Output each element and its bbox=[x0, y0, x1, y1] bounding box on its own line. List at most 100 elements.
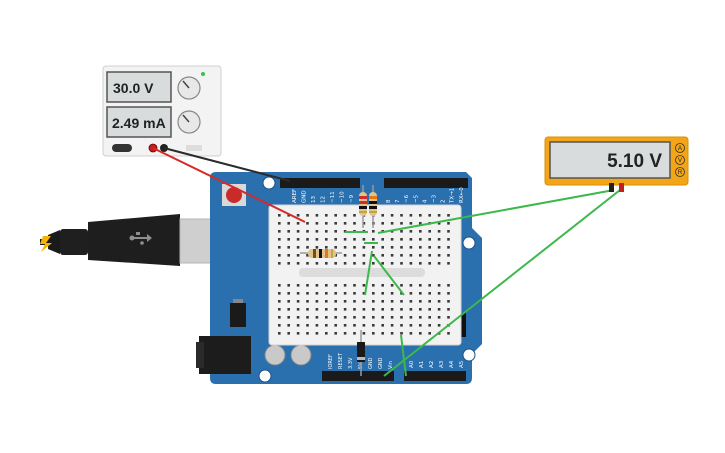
breadboard-hole[interactable] bbox=[334, 262, 337, 265]
resistor-vertical-left[interactable] bbox=[359, 185, 367, 228]
breadboard-hole[interactable] bbox=[296, 254, 300, 257]
breadboard-hole[interactable] bbox=[409, 308, 413, 311]
breadboard-hole[interactable] bbox=[400, 246, 403, 249]
breadboard-hole[interactable] bbox=[296, 284, 300, 287]
breadboard-hole[interactable] bbox=[428, 254, 431, 257]
probe-positive[interactable] bbox=[619, 183, 624, 192]
breadboard-hole[interactable] bbox=[390, 254, 394, 257]
breadboard-hole[interactable] bbox=[447, 262, 450, 265]
breadboard-hole[interactable] bbox=[362, 324, 366, 327]
breadboard-hole[interactable] bbox=[287, 300, 290, 303]
breadboard-hole[interactable] bbox=[419, 284, 422, 287]
breadboard-hole[interactable] bbox=[306, 238, 309, 241]
breadboard-hole[interactable] bbox=[334, 238, 337, 241]
breadboard-hole[interactable] bbox=[419, 262, 422, 265]
breadboard-hole[interactable] bbox=[428, 230, 431, 233]
breadboard-hole[interactable] bbox=[400, 214, 403, 217]
breadboard-hole[interactable] bbox=[306, 254, 309, 257]
diode[interactable] bbox=[357, 330, 365, 376]
breadboard-hole[interactable] bbox=[428, 262, 431, 265]
breadboard-hole[interactable] bbox=[334, 300, 337, 303]
breadboard-hole[interactable] bbox=[400, 316, 403, 319]
breadboard-hole[interactable] bbox=[315, 332, 319, 335]
breadboard-hole[interactable] bbox=[409, 222, 413, 225]
breadboard-hole[interactable] bbox=[362, 316, 366, 319]
breadboard-hole[interactable] bbox=[437, 292, 441, 295]
breadboard-hole[interactable] bbox=[287, 284, 290, 287]
breadboard-hole[interactable] bbox=[428, 238, 431, 241]
breadboard-hole[interactable] bbox=[278, 222, 281, 225]
breadboard-hole[interactable] bbox=[278, 214, 281, 217]
breadboard-hole[interactable] bbox=[343, 246, 347, 249]
breadboard-hole[interactable] bbox=[315, 316, 319, 319]
power-supply[interactable]: 30.0 V 2.49 mA bbox=[102, 65, 222, 157]
breadboard-hole[interactable] bbox=[353, 332, 356, 335]
breadboard-hole[interactable] bbox=[381, 214, 384, 217]
breadboard-hole[interactable] bbox=[343, 284, 347, 287]
breadboard-hole[interactable] bbox=[372, 254, 375, 257]
breadboard-hole[interactable] bbox=[428, 316, 431, 319]
breadboard-hole[interactable] bbox=[334, 292, 337, 295]
breadboard-hole[interactable] bbox=[343, 292, 347, 295]
breadboard-hole[interactable] bbox=[409, 300, 413, 303]
breadboard-hole[interactable] bbox=[428, 292, 431, 295]
breadboard-hole[interactable] bbox=[381, 246, 384, 249]
breadboard-hole[interactable] bbox=[447, 316, 450, 319]
breadboard-hole[interactable] bbox=[315, 214, 319, 217]
breadboard-hole[interactable] bbox=[362, 292, 366, 295]
breadboard-hole[interactable] bbox=[362, 284, 366, 287]
breadboard-hole[interactable] bbox=[353, 324, 356, 327]
breadboard-hole[interactable] bbox=[343, 222, 347, 225]
breadboard-hole[interactable] bbox=[325, 222, 328, 225]
breadboard-hole[interactable] bbox=[390, 284, 394, 287]
mode-button-a[interactable] bbox=[675, 143, 685, 153]
breadboard-hole[interactable] bbox=[428, 300, 431, 303]
breadboard-hole[interactable] bbox=[353, 308, 356, 311]
breadboard-hole[interactable] bbox=[296, 222, 300, 225]
breadboard-hole[interactable] bbox=[437, 222, 441, 225]
breadboard-hole[interactable] bbox=[325, 214, 328, 217]
breadboard-hole[interactable] bbox=[325, 292, 328, 295]
breadboard-hole[interactable] bbox=[400, 238, 403, 241]
wire-red[interactable] bbox=[152, 147, 306, 223]
multimeter-mode-buttons[interactable]: AVR bbox=[675, 143, 685, 177]
breadboard-hole[interactable] bbox=[437, 246, 441, 249]
breadboard-hole[interactable] bbox=[400, 284, 403, 287]
breadboard-hole[interactable] bbox=[381, 332, 384, 335]
breadboard-hole[interactable] bbox=[447, 300, 450, 303]
breadboard-hole[interactable] bbox=[447, 254, 450, 257]
breadboard-hole[interactable] bbox=[315, 222, 319, 225]
breadboard-hole[interactable] bbox=[306, 308, 309, 311]
breadboard-hole[interactable] bbox=[278, 254, 281, 257]
breadboard-hole[interactable] bbox=[325, 246, 328, 249]
breadboard-hole[interactable] bbox=[419, 230, 422, 233]
breadboard-hole[interactable] bbox=[334, 284, 337, 287]
breadboard-hole[interactable] bbox=[362, 308, 366, 311]
breadboard-hole[interactable] bbox=[353, 222, 356, 225]
breadboard-hole[interactable] bbox=[409, 332, 413, 335]
breadboard-hole[interactable] bbox=[447, 238, 450, 241]
breadboard-hole[interactable] bbox=[296, 246, 300, 249]
breadboard-hole[interactable] bbox=[334, 246, 337, 249]
breadboard-hole[interactable] bbox=[409, 230, 413, 233]
breadboard-hole[interactable] bbox=[353, 292, 356, 295]
breadboard-hole[interactable] bbox=[419, 292, 422, 295]
breadboard-hole[interactable] bbox=[447, 214, 450, 217]
breadboard-hole[interactable] bbox=[287, 222, 290, 225]
breadboard-hole[interactable] bbox=[325, 332, 328, 335]
breadboard-hole[interactable] bbox=[315, 230, 319, 233]
breadboard-hole[interactable] bbox=[428, 246, 431, 249]
breadboard-hole[interactable] bbox=[278, 284, 281, 287]
breadboard-hole[interactable] bbox=[353, 254, 356, 257]
breadboard-hole[interactable] bbox=[409, 214, 413, 217]
breadboard-hole[interactable] bbox=[353, 300, 356, 303]
breadboard-hole[interactable] bbox=[390, 222, 394, 225]
breadboard-hole[interactable] bbox=[287, 214, 290, 217]
breadboard-hole[interactable] bbox=[372, 292, 375, 295]
wire-green-group[interactable] bbox=[345, 189, 621, 377]
breadboard-hole[interactable] bbox=[306, 284, 309, 287]
breadboard-hole[interactable] bbox=[315, 246, 319, 249]
breadboard-hole[interactable] bbox=[278, 230, 281, 233]
breadboard-hole[interactable] bbox=[306, 230, 309, 233]
